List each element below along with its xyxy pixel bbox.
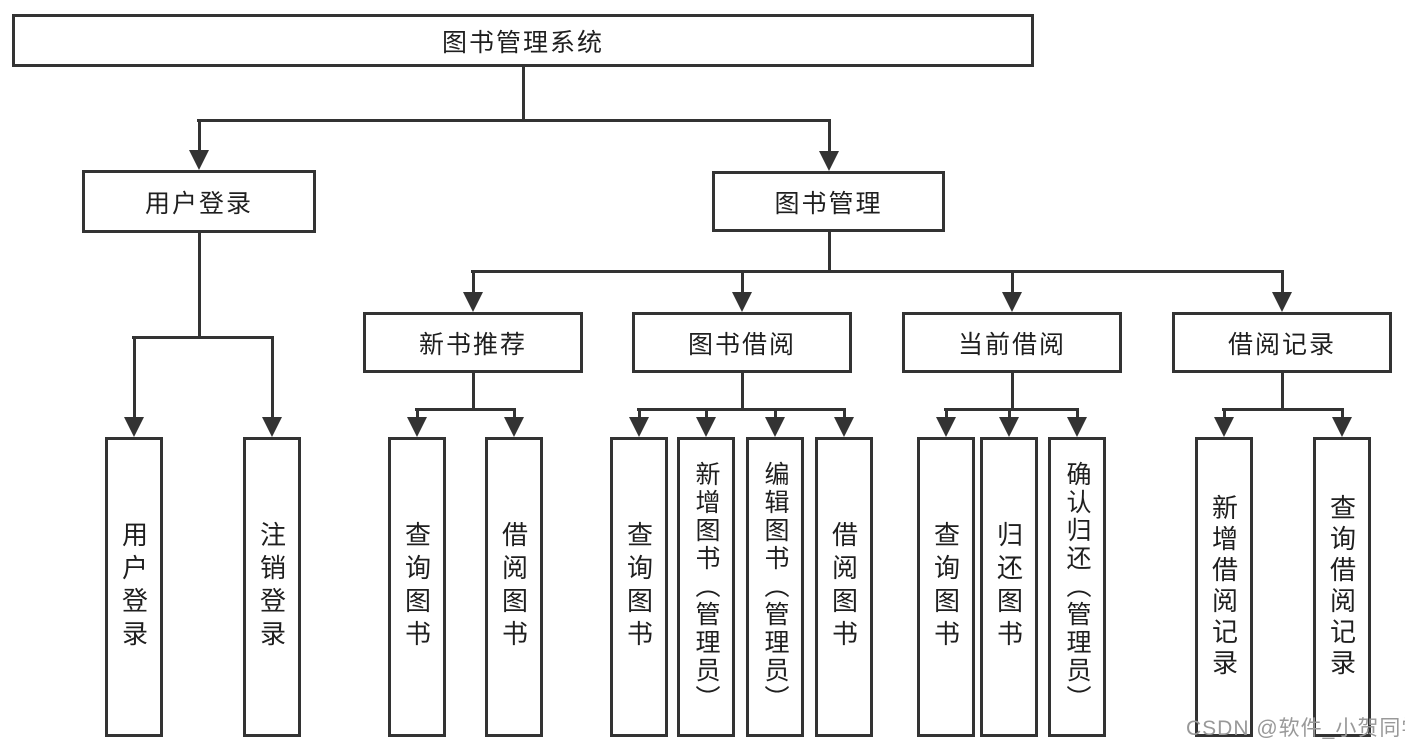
node-user-login: 用户登录	[82, 170, 316, 233]
node-leaf-return-book: 归还图书	[980, 437, 1038, 737]
arrow-to-leaf-query-books-3	[936, 408, 956, 437]
node-leaf-logout: 注销登录	[243, 437, 301, 737]
node-leaf-query-books-1: 查询图书	[388, 437, 446, 737]
node-leaf-query-books-1-label: 查询图书	[401, 521, 432, 653]
node-group-book-borrowing: 图书借阅	[632, 312, 852, 373]
node-leaf-query-borrow-record-label: 查询借阅记录	[1326, 494, 1357, 680]
arrow-to-leaf-add-book-admin	[696, 408, 716, 437]
node-group-borrowing-records-label: 借阅记录	[1227, 330, 1336, 359]
arrow-to-leaf-query-books-1	[407, 408, 427, 437]
arrow-to-leaf-edit-book-admin	[765, 408, 785, 437]
node-leaf-edit-book-admin: 编辑图书（管理员）	[746, 437, 804, 737]
node-leaf-add-book-admin-label: 新增图书（管理员）	[692, 461, 720, 713]
node-leaf-add-borrow-record: 新增借阅记录	[1195, 437, 1253, 737]
node-leaf-confirm-return-admin-label: 确认归还（管理员）	[1063, 461, 1091, 713]
connector-new-books-horizontal	[415, 408, 516, 411]
node-leaf-borrow-books-2-label: 借阅图书	[828, 521, 859, 653]
csdn-watermark: CSDN @软件_小贺同学	[1186, 717, 1405, 740]
arrow-to-leaf-user-login	[124, 336, 144, 437]
arrow-to-leaf-add-borrow-record	[1214, 408, 1234, 437]
arrow-to-group-book-borrowing	[732, 270, 752, 312]
arrow-to-group-new-books	[463, 270, 483, 312]
node-group-borrowing-records: 借阅记录	[1172, 312, 1392, 373]
connector-user-login-stem	[197, 233, 201, 336]
arrow-to-group-current-borrowing	[1002, 270, 1022, 312]
node-group-new-books-label: 新书推荐	[418, 330, 527, 359]
node-leaf-user-login: 用户登录	[105, 437, 163, 737]
node-group-book-borrowing-label: 图书借阅	[687, 330, 796, 359]
node-leaf-query-books-3: 查询图书	[917, 437, 975, 737]
node-leaf-borrow-books-1: 借阅图书	[485, 437, 543, 737]
node-leaf-query-borrow-record: 查询借阅记录	[1313, 437, 1371, 737]
arrow-to-leaf-borrow-books-1	[504, 408, 524, 437]
node-leaf-return-book-label: 归还图书	[993, 521, 1024, 653]
arrow-to-leaf-logout	[262, 336, 282, 437]
connector-borrowing-records-stem	[1280, 373, 1284, 408]
node-book-management-label: 图书管理	[774, 189, 883, 218]
arrow-to-leaf-query-borrow-record	[1332, 408, 1352, 437]
node-leaf-confirm-return-admin: 确认归还（管理员）	[1048, 437, 1106, 737]
node-leaf-edit-book-admin-label: 编辑图书（管理员）	[761, 461, 789, 713]
node-leaf-borrow-books-2: 借阅图书	[815, 437, 873, 737]
node-root-label: 图书管理系统	[441, 28, 604, 57]
connector-borrowing-records-horizontal	[1222, 408, 1344, 411]
arrow-to-group-borrowing-records	[1272, 270, 1292, 312]
node-root: 图书管理系统	[12, 14, 1034, 67]
node-leaf-user-login-label: 用户登录	[118, 521, 149, 653]
connector-book-borrowing-stem	[740, 373, 744, 408]
node-group-new-books: 新书推荐	[363, 312, 583, 373]
node-leaf-query-books-2: 查询图书	[610, 437, 668, 737]
node-group-current-borrowing-label: 当前借阅	[957, 330, 1066, 359]
node-book-management: 图书管理	[712, 171, 945, 232]
node-group-current-borrowing: 当前借阅	[902, 312, 1122, 373]
arrow-to-book-management	[819, 119, 839, 171]
connector-root-stem	[521, 67, 525, 119]
node-leaf-query-books-3-label: 查询图书	[930, 521, 961, 653]
arrow-to-leaf-confirm-return-admin	[1067, 408, 1087, 437]
connector-user-login-horizontal	[132, 336, 274, 339]
connector-book-management-horizontal	[471, 270, 1284, 273]
arrow-to-leaf-borrow-books-2	[834, 408, 854, 437]
arrow-to-leaf-query-books-2	[629, 408, 649, 437]
connector-new-books-stem	[471, 373, 475, 408]
node-leaf-borrow-books-1-label: 借阅图书	[498, 521, 529, 653]
arrow-to-user-login	[189, 119, 209, 170]
node-leaf-logout-label: 注销登录	[256, 521, 287, 653]
connector-book-management-stem	[827, 232, 831, 270]
connector-root-horizontal	[197, 119, 831, 122]
connector-book-borrowing-horizontal	[637, 408, 846, 411]
node-leaf-query-books-2-label: 查询图书	[623, 521, 654, 653]
node-user-login-label: 用户登录	[144, 189, 253, 218]
connector-current-borrowing-horizontal	[944, 408, 1079, 411]
node-leaf-add-borrow-record-label: 新增借阅记录	[1208, 494, 1239, 680]
arrow-to-leaf-return-book	[999, 408, 1019, 437]
connector-current-borrowing-stem	[1010, 373, 1014, 408]
node-leaf-add-book-admin: 新增图书（管理员）	[677, 437, 735, 737]
